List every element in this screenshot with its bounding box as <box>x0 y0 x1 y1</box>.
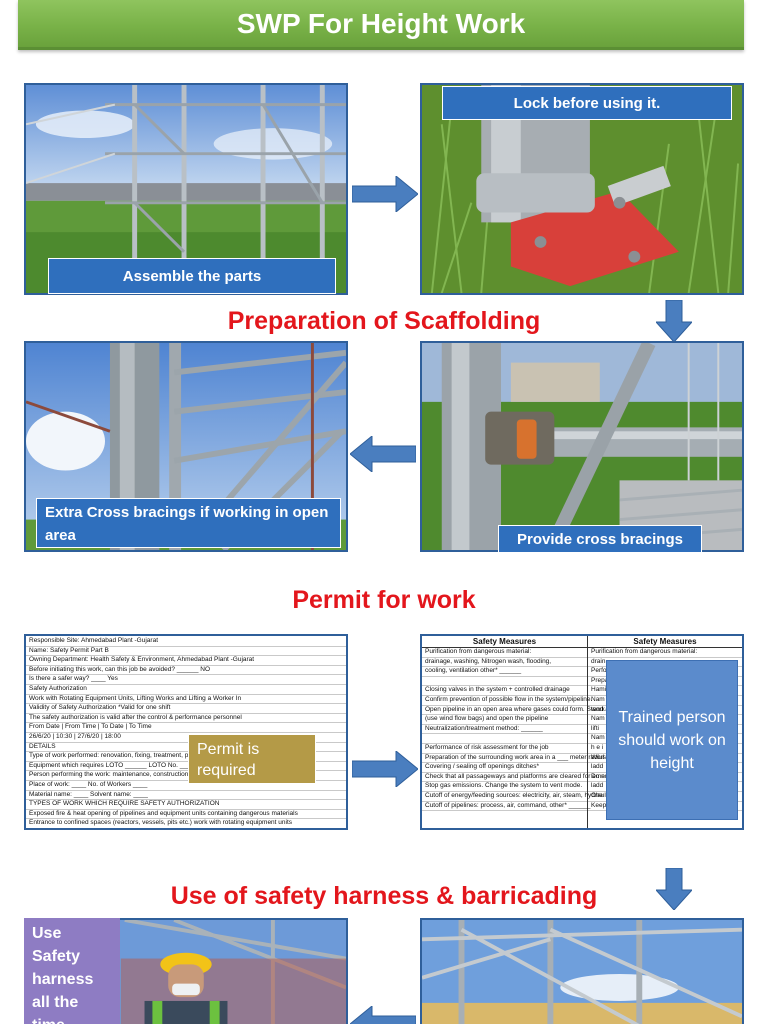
form-line: Cutoff of pipelines: process, air, comma… <box>422 802 590 812</box>
form-line: Performance of risk assessment for the j… <box>422 744 587 754</box>
form-line: Validity of Safety Authorization *Valid … <box>26 704 346 714</box>
form-line: 26/6/20 | 10:30 | 27/6/20 | 18:00 <box>26 733 346 743</box>
form-line: Safety Authorization <box>26 685 346 695</box>
form-line: Material name: ____ Solvent name: ____ <box>26 791 346 801</box>
form-line: Work with Rotating Equipment Units, Lift… <box>26 695 346 705</box>
form-line: drainage, washing, Nitrogen wash, floodi… <box>422 658 587 668</box>
arrow-left-icon <box>350 1006 416 1024</box>
form-line: Is there a safer way? ____ Yes <box>26 675 346 685</box>
permit-form-lines: Responsible Site: Ahmedabad Plant -Gujar… <box>26 637 346 830</box>
safety-measures-lines: Purification from dangerous material:dra… <box>422 648 652 812</box>
form-line: DETAILS <box>26 743 346 753</box>
form-line: From Date | From Time | To Date | To Tim… <box>26 723 346 733</box>
form-line: cooling, ventilation other* ______ <box>422 667 587 677</box>
arrow-right-icon <box>352 751 418 787</box>
safety-measures-heading: Safety Measures <box>422 636 587 648</box>
form-line: Exposed fire & heat opening of pipelines… <box>26 810 346 820</box>
form-line: Type of work performed: renovation, fixi… <box>26 752 346 762</box>
form-line: (use wind flow bags) and open the pipeli… <box>422 715 587 725</box>
form-line: Before initiating this work, can this jo… <box>26 666 346 676</box>
form-line: Covering / sealing off openings ditches* <box>422 763 587 773</box>
form-line <box>422 677 587 687</box>
form-line: Purification from dangerous material: <box>422 648 587 658</box>
form-line: Open pipeline in an open area where gase… <box>422 706 652 716</box>
title-banner: SWP For Height Work <box>18 0 744 50</box>
arrow-down-icon <box>656 300 692 342</box>
section-heading-harness: Use of safety harness & barricading <box>170 882 598 910</box>
caption-assemble-parts: Assemble the parts <box>48 258 336 294</box>
form-line: Confirm prevention of possible flow in t… <box>422 696 592 706</box>
arrow-left-icon <box>350 436 416 472</box>
note-use-harness: Use Safety harness all the time <box>24 918 120 1024</box>
form-line: Person performing the work: maintenance,… <box>26 771 346 781</box>
form-line: Place of work: ____ No. of Workers ____ <box>26 781 346 791</box>
form-line: Neutralization/treatment method: ______ <box>422 725 587 735</box>
section-heading-scaffolding: Preparation of Scaffolding <box>227 307 541 335</box>
safety-measures-heading-right: Safety Measures <box>588 636 742 648</box>
photo-provide-bracings <box>420 341 744 552</box>
form-line: Preparation of the surrounding work area… <box>422 754 606 764</box>
arrow-right-icon <box>352 176 418 212</box>
form-line: Owning Department: Health Safety & Envir… <box>26 656 346 666</box>
form-line: Stop gas emissions. Change the system to… <box>422 782 587 792</box>
form-line: Entrance to confined spaces (reactors, v… <box>26 819 346 828</box>
form-line: Equipment which requires LOTO ______ LOT… <box>26 762 346 772</box>
note-permit-required: Permit is required <box>188 734 316 784</box>
caption-lock-before-use: Lock before using it. <box>442 86 732 120</box>
form-line: Purification from dangerous material: <box>588 648 742 658</box>
form-line: Cutoff of energy/feeding sources: electr… <box>422 792 616 802</box>
note-trained-person: Trained person should work on height <box>606 660 738 820</box>
arrow-down-icon <box>656 868 692 910</box>
page-title: SWP For Height Work <box>236 7 526 39</box>
section-heading-permit: Permit for work <box>292 586 476 614</box>
form-line: The safety authorization is valid after … <box>26 714 346 724</box>
form-line: Responsible Site: Ahmedabad Plant -Gujar… <box>26 637 346 647</box>
form-line: Check that all passageways and platforms… <box>422 773 649 783</box>
permit-form-document: Responsible Site: Ahmedabad Plant -Gujar… <box>24 634 348 830</box>
form-line: Closing valves in the system + controlle… <box>422 686 587 696</box>
caption-extra-cross-bracings: Extra Cross bracings if working in open … <box>36 498 341 548</box>
form-line: Excavation, cutting use of mechanical en… <box>26 829 346 830</box>
form-line: TYPES OF WORK WHICH REQUIRE SAFETY AUTHO… <box>26 800 346 810</box>
photo-barricading <box>420 918 744 1024</box>
caption-provide-cross-bracings: Provide cross bracings <box>498 525 702 553</box>
form-line <box>422 734 587 744</box>
form-line: Name: Safety Permit Part B <box>26 647 346 657</box>
